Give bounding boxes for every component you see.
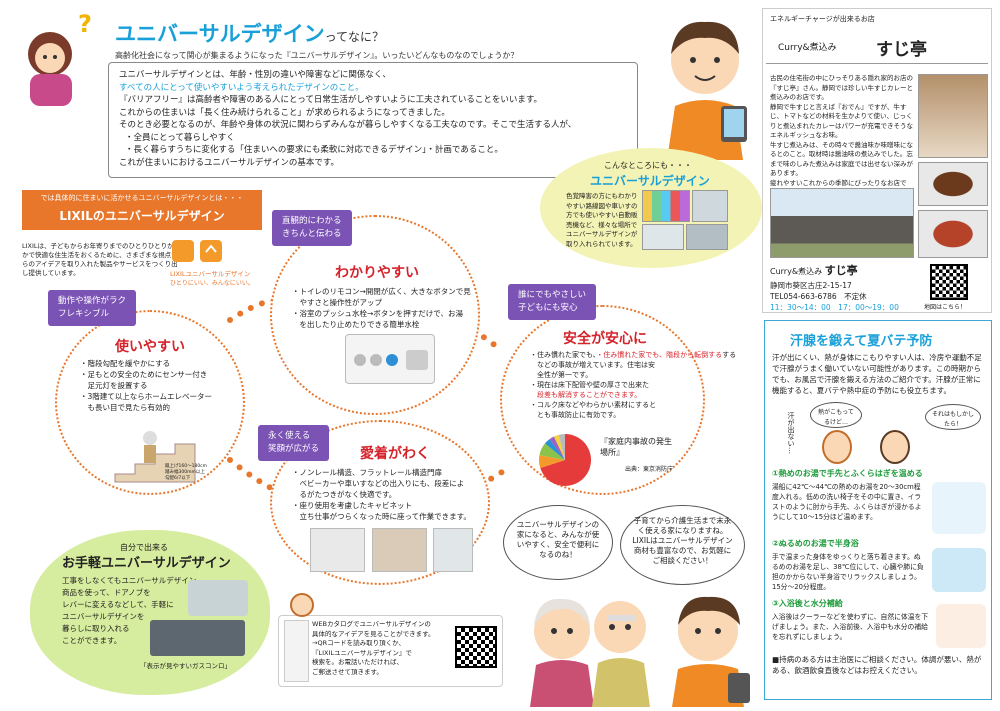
step2-text: 手で温まった身体をゆっくりと落ち着きます。ぬるめのお湯を足し、38℃位にして、心…	[772, 553, 924, 591]
bath-illustration-2	[932, 548, 986, 592]
catalog-cover	[284, 620, 309, 682]
pie-slice-台所	[539, 455, 565, 469]
speech-bubble-elder: ユニバーサルデザインの家になると、みんなが使いやすく、安全で便利になるのね！	[503, 505, 613, 580]
intro-text: これが住まいにおけるユニバーサルデザインの基本です。	[119, 157, 339, 168]
catalog-text: WEBカタログでユニバーサルデザインの具体的なアイデアを見ることができます。→Q…	[312, 620, 435, 676]
circle-anzen	[500, 305, 705, 495]
aichaku-tag: 永く使える笑顔が広がる	[258, 425, 330, 461]
route-map-photo	[642, 190, 690, 222]
page-title: ユニバーサルデザインってなに？	[115, 22, 384, 46]
shop-map-qr-code[interactable]	[930, 264, 968, 300]
pie-chart-title: 『家庭内事故の発生場所』	[600, 437, 672, 457]
tsukai-list: ・階段勾配を緩やかにする・足もとの安全のためにセンサー付き 足元灯を設置する・3…	[80, 359, 213, 412]
intro-text: ユニバーサルデザインとは、年齢・性別の違いや障害などに関係なく、	[119, 70, 391, 80]
gas-stove-photo	[150, 620, 245, 656]
health-title: 汗腺を鍛えて夏バテ予防	[790, 334, 933, 349]
pie-slice-玄関	[553, 434, 565, 460]
cabinet-photo	[372, 528, 427, 572]
question-woman-illustration: ?	[12, 10, 92, 106]
diy-body: 工事をしなくてもユニバーサルデザイン商品を使って、ドアノブをレバーに変えるなどし…	[62, 576, 197, 645]
thought-bubble: 熱がこもって るけど…	[810, 402, 862, 428]
pie-chart-source: 出典：東京消防庁	[625, 466, 674, 473]
nikomi-photo	[918, 210, 988, 258]
vending-machine-photo	[692, 190, 728, 222]
page-subtitle: 高齢化社会になって関心が集まるようになった『ユニバーサルデザイン』。いったいどん…	[115, 51, 519, 60]
accident-pie-chart	[539, 434, 591, 486]
pie-slice-浴室	[549, 436, 565, 460]
pie-slice-トイレ	[544, 438, 565, 460]
wakari-tag: 直観的にわかるきちんと伝わる	[272, 210, 352, 246]
stairs-illustration	[110, 418, 205, 486]
toilet-remote-photo	[345, 334, 435, 384]
step1-title: ①熱めのお湯で手先とふくらはぎを温める	[772, 469, 923, 478]
cloud-desc: 色覚障害の方にもわかりやすい路線図や車いすの方でも使いやすい自動販売機など、様々…	[566, 192, 638, 248]
step3-title: ③入浴後と水分補給	[772, 599, 843, 608]
door-lever-photo	[188, 580, 248, 616]
intro-text: これからの住まいは「長く住み続けられること」が求められるようになってきました。	[119, 107, 450, 118]
pie-slice-階段	[539, 443, 565, 460]
sweat-label: 汗が出ない…	[787, 412, 795, 454]
staff-man-illustration-2	[660, 585, 760, 707]
thought-bubble-2: それはもしかしたら！	[925, 404, 981, 430]
lixil-description: LIXILは、子どもからお年寄りまでのひとりひとりが豊かで快適な住生活をおくるた…	[22, 242, 181, 277]
woman-doctor-illustration	[290, 593, 314, 617]
diy-pre: 自分で出来る	[120, 543, 168, 552]
gate-photo	[310, 528, 365, 572]
wakari-list: ・トイレのリモコン→開閉が広く、大きなボタンで見 やすさと操作性がアップ・浴室の…	[292, 287, 471, 329]
speech-bubble-staff: 子育てから介護生活まで末永く使える家になりますね。LIXILはユニバーサルデザイ…	[620, 505, 745, 585]
wakari-title: わかりやすい	[335, 265, 419, 281]
cloud-title: ユニバーサルデザイン	[590, 174, 710, 188]
aichaku-title: 愛着がわく	[360, 446, 430, 462]
anzen-tag: 誰にでもやさしい子どもにも安心	[508, 284, 597, 320]
pie-slice-その他	[558, 434, 565, 460]
sweating-woman-illustration	[822, 430, 852, 464]
intro-text: ・全員にとって暮らしやすく	[125, 132, 235, 143]
section-header: では具体的に住まいに活かせるユニバーサルデザインとは・・・ LIXILのユニバー…	[22, 190, 262, 230]
pie-slice-居室	[540, 434, 591, 486]
elderly-couple-illustration	[520, 585, 660, 707]
shop-tagline: エネルギーチャージが出来るお店	[770, 15, 875, 23]
tsukai-tag: 動作や操作がラクフレキシブル	[48, 290, 137, 326]
lixil-logo: LIXILユニバーサルデザイン ひとりにいい、みんなにいい。	[170, 238, 260, 287]
intro-highlight: すべての人にとって使いやすいよう考えられたデザインのこと。	[119, 82, 364, 93]
catalog-qr-code[interactable]	[455, 626, 497, 668]
aichaku-list: ・ノンレール構造、フラットレール構造門扉 ベビーカーや車いすなどの出入りにも、段…	[292, 468, 471, 521]
shop-description: 古民の住宅街の中にひっそりある隠れ家的お店の『すじ亭』さん。静岡では珍しい牛すじ…	[770, 74, 913, 196]
intro-text: 『バリアフリー』は高齢者や障害のある人にとって日常生活がしやすいように工夫されて…	[119, 95, 542, 105]
intro-box: ユニバーサルデザインとは、年齢・性別の違いや障害などに関係なく、 すべての人にと…	[108, 62, 638, 178]
universal-photo-2	[686, 224, 728, 250]
anzen-list: ・住み慣れた家でも、・住み慣れた家でも、階段から転倒するする などの事故が増えて…	[530, 351, 737, 419]
step3-text: 入浴後はクーラーなどを使わずに、自然に体温を下げましょう。また、入浴前後、入浴中…	[772, 613, 929, 641]
diy-title: お手軽ユニバーサルデザイン	[62, 556, 231, 571]
health-intro: 汗が出にくい、熱が身体にこもりやすい人は、冷房や運動不足で汗腺がうまく働いていな…	[772, 353, 982, 395]
drinking-illustration	[936, 604, 986, 648]
advisor-man-illustration	[880, 430, 910, 464]
svg-text:?: ?	[78, 10, 92, 38]
map-link[interactable]: 地図はこちら！	[924, 304, 967, 311]
bath-illustration-1	[932, 482, 986, 534]
tsukai-title: 使いやすい	[115, 339, 185, 355]
anzen-title: 安全が安心に	[563, 331, 647, 347]
intro-text: そのとき必要となるのが、年齢や身体の状況に関わらずみんなが暮らしやすくなる工夫な…	[119, 120, 577, 130]
shop-footer: Curry&煮込み すじ亭 静岡市葵区古庄2-15-17 TEL054-663-…	[770, 264, 899, 312]
shop-interior-photo	[918, 74, 988, 158]
catalog-box	[278, 615, 503, 687]
shop-name-banner: Curry&煮込み すじ亭	[766, 28, 988, 64]
universal-photo	[642, 224, 684, 250]
shop-exterior-photo	[770, 188, 914, 258]
step1-text: 湯船に42℃～44℃の熱めのお湯を20～30cm程度入れる。低めの洗い椅子をその…	[772, 483, 922, 521]
cloud-lead: こんなところにも・・・	[604, 161, 692, 170]
intro-text: ・長く暮らすうちに変化する「住まいへの要求にも柔軟に対応できるデザイン」・計画で…	[125, 145, 503, 155]
lixil-logo-icon	[172, 240, 222, 262]
staff-man-illustration	[655, 10, 755, 160]
step2-title: ②ぬるめのお湯で半身浴	[772, 539, 859, 548]
stove-caption: 「表示が見やすいガスコンロ」	[140, 662, 231, 670]
curry-photo	[918, 162, 988, 206]
wheelchair-photo	[433, 528, 473, 572]
health-note: ■持病のある方は主治医にご相談ください。体調が悪い、熱がある、飲酒飲食直後などは…	[772, 655, 982, 675]
